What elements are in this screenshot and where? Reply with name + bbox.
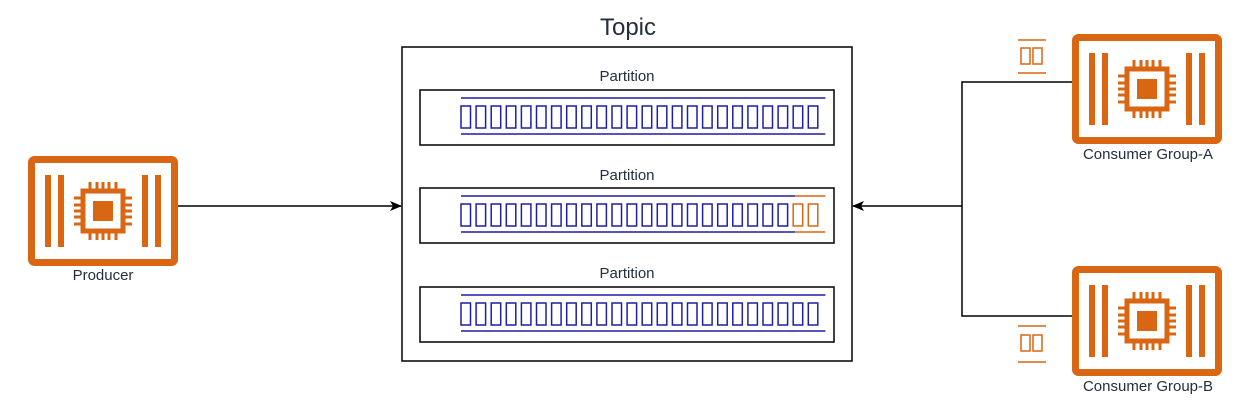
- message: [475, 105, 487, 129]
- message: [747, 105, 759, 129]
- message: [490, 105, 502, 129]
- message: [716, 105, 728, 129]
- message-queue: [460, 294, 826, 332]
- message: [792, 302, 804, 326]
- message: [807, 302, 819, 326]
- consumer-group-b: Consumer Group-B: [1018, 270, 1219, 395]
- message: [611, 302, 623, 326]
- message: [490, 302, 502, 326]
- message: [671, 105, 683, 129]
- message: [686, 105, 698, 129]
- consumed-message: [807, 203, 819, 227]
- message: [565, 302, 577, 326]
- message: [535, 105, 547, 129]
- message: [732, 203, 744, 227]
- processor-chip-icon: [32, 160, 175, 263]
- message: [656, 302, 668, 326]
- message: [701, 105, 713, 129]
- message: [505, 105, 517, 129]
- partition-3: Partition: [419, 265, 835, 343]
- message: [520, 203, 532, 227]
- consumer-group-a-label: Consumer Group-A: [1083, 146, 1213, 163]
- topic-title: Topic: [600, 14, 656, 41]
- message: [777, 302, 789, 326]
- message: [747, 203, 759, 227]
- message: [732, 105, 744, 129]
- message: [792, 105, 804, 129]
- consumed-messages-icon: [1018, 39, 1046, 74]
- message: [460, 105, 472, 129]
- message: [581, 203, 593, 227]
- message: [656, 105, 668, 129]
- processor-chip-icon: [1076, 270, 1219, 373]
- consumer-connector: [852, 81, 1072, 317]
- message-queue: [460, 195, 826, 233]
- message: [535, 203, 547, 227]
- consumer-group-b-label: Consumer Group-B: [1083, 378, 1213, 395]
- message-queue: [460, 97, 826, 135]
- message: [565, 105, 577, 129]
- message: [611, 203, 623, 227]
- producer-label: Producer: [73, 267, 134, 284]
- message: [807, 105, 819, 129]
- message: [565, 203, 577, 227]
- message: [596, 105, 608, 129]
- message: [732, 302, 744, 326]
- message: [762, 302, 774, 326]
- message: [581, 302, 593, 326]
- message: [626, 203, 638, 227]
- message: [550, 203, 562, 227]
- message: [550, 302, 562, 326]
- consumed-messages-icon: [1018, 325, 1046, 363]
- partition-label: Partition: [599, 265, 654, 282]
- consumer-group-a: Consumer Group-A: [1018, 38, 1219, 163]
- message: [716, 302, 728, 326]
- message: [641, 302, 653, 326]
- message: [762, 105, 774, 129]
- message: [460, 302, 472, 326]
- message: [611, 105, 623, 129]
- partition-label: Partition: [599, 167, 654, 184]
- partition-box: [419, 89, 835, 146]
- message: [656, 203, 668, 227]
- message: [671, 203, 683, 227]
- message: [701, 302, 713, 326]
- partition-1: Partition: [419, 68, 835, 146]
- consumed-message: [792, 203, 804, 227]
- message: [641, 203, 653, 227]
- partition-2: Partition: [419, 167, 835, 244]
- message: [777, 105, 789, 129]
- message: [777, 203, 789, 227]
- message: [626, 105, 638, 129]
- message: [686, 302, 698, 326]
- message: [596, 302, 608, 326]
- message: [490, 203, 502, 227]
- message: [475, 302, 487, 326]
- message: [701, 203, 713, 227]
- message: [686, 203, 698, 227]
- message: [626, 302, 638, 326]
- message: [716, 203, 728, 227]
- message: [460, 203, 472, 227]
- message: [641, 105, 653, 129]
- message: [520, 105, 532, 129]
- message: [505, 203, 517, 227]
- message: [505, 302, 517, 326]
- message: [475, 203, 487, 227]
- message: [762, 203, 774, 227]
- message: [520, 302, 532, 326]
- processor-chip-icon: [1076, 38, 1219, 141]
- message: [747, 302, 759, 326]
- producer: Producer: [32, 160, 175, 284]
- message: [581, 105, 593, 129]
- message: [596, 203, 608, 227]
- partition-label: Partition: [599, 68, 654, 85]
- message: [550, 105, 562, 129]
- message: [671, 302, 683, 326]
- message: [535, 302, 547, 326]
